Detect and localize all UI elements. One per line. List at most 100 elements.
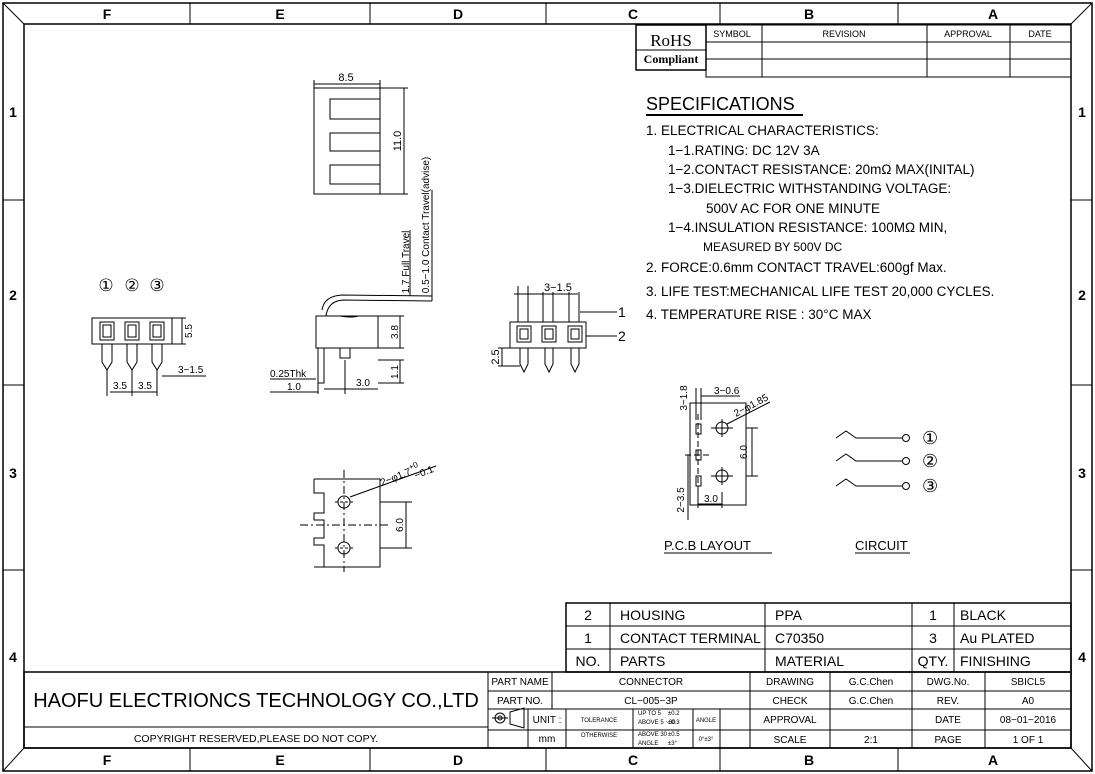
drawing-label: DRAWING — [766, 677, 814, 688]
approval-label: APPROVAL — [763, 715, 817, 726]
dim-pcb-30: 3.0 — [704, 494, 718, 505]
part-name-label: PART NAME — [491, 677, 549, 688]
mid-front-view-drawing — [498, 286, 617, 374]
zone-col-c-top: C — [628, 6, 638, 22]
circuit-title: CIRCUIT — [855, 538, 908, 553]
dim-top-height: 11.0 — [392, 131, 404, 152]
spec-line: 4. TEMPERATURE RISE : 30°C MAX — [646, 307, 871, 322]
dim-side-38: 3.8 — [390, 325, 401, 339]
otherwise-label: OTHERWISE — [581, 733, 617, 739]
zone-col-e-bot: E — [275, 752, 284, 768]
zone-col-a-top: A — [988, 6, 998, 22]
spec-line: 1−3.DIELECTRIC WITHSTANDING VOLTAGE: — [668, 181, 951, 196]
zone-row-1-left: 1 — [9, 104, 17, 120]
zone-row-2-right: 2 — [1078, 287, 1086, 303]
top-view-drawing — [313, 80, 408, 195]
angle-value: 0°±3° — [699, 737, 714, 743]
spec-line: 1−1.RATING: DC 12V 3A — [668, 143, 820, 158]
zone-col-f-bot: F — [103, 752, 112, 768]
zone-row-4-right: 4 — [1078, 649, 1086, 665]
callout-2: 2 — [618, 328, 626, 344]
zone-row-3-right: 3 — [1078, 465, 1086, 481]
dim-pcb-306: 3−0.6 — [714, 386, 740, 397]
dim-contact-travel: 0.5−1.0 Contact Travel(advise) — [421, 157, 432, 293]
callout-1: 1 — [618, 304, 626, 320]
company-name: HAOFU ELECTRIONCS TECHNOLOGY CO.,LTD — [33, 690, 479, 712]
date-value: 08−01−2016 — [1000, 715, 1057, 726]
bom-row-material: C70350 — [775, 630, 824, 646]
circuit-diagram — [835, 430, 910, 490]
part-no-label: PART NO. — [497, 696, 543, 707]
dim-side-30: 3.0 — [356, 378, 370, 389]
tol-value: ±0.5 — [668, 732, 680, 738]
page-value: 1 OF 1 — [1013, 735, 1044, 746]
spec-line: 500V AC FOR ONE MINUTE — [706, 201, 880, 216]
dim-mid-3x: 3−1.5 — [544, 282, 572, 294]
dim-top-width: 8.5 — [338, 72, 353, 84]
part-name-value: CONNECTOR — [619, 677, 683, 688]
dwgno-label: DWG.No. — [927, 677, 970, 688]
unit-value: mm — [539, 734, 556, 745]
zone-col-b-top: B — [804, 6, 814, 22]
bom-header-material: MATERIAL — [775, 653, 844, 669]
angle-label: ANGLE — [696, 718, 716, 724]
dim-mid-25: 2.5 — [490, 349, 502, 364]
zone-col-f-top: F — [103, 6, 112, 22]
check-label: CHECK — [772, 696, 807, 707]
zone-col-e-top: E — [275, 6, 284, 22]
bom-row-qty: 3 — [929, 630, 937, 646]
tol-range: ABOVE 5 ~30 — [638, 720, 676, 726]
dim-full-travel: 1.7 Full Travel — [401, 231, 412, 294]
tol-value: ±0.3 — [668, 720, 680, 726]
pin-2-label: ② — [124, 276, 139, 295]
circuit-pin-1: ① — [922, 428, 938, 448]
unit-label: UNIT : — [533, 715, 562, 726]
dim-front-pitch-1: 3.5 — [113, 381, 127, 392]
dim-side-thk: 0.25Thk — [270, 369, 307, 380]
dim-bot-tol-plus: +0 — [407, 460, 419, 472]
check-value: G.C.Chen — [849, 696, 893, 707]
rev-date-header: DATE — [1028, 29, 1051, 39]
zone-row-3-left: 3 — [9, 465, 17, 481]
zone-row-1-right: 1 — [1078, 104, 1086, 120]
rev-approval-header: APPROVAL — [944, 29, 992, 39]
circuit-pin-3: ③ — [922, 476, 938, 496]
spec-line: 1. ELECTRICAL CHARACTERISTICS: — [646, 123, 879, 138]
pcb-layout-drawing — [685, 388, 771, 520]
page-label: PAGE — [934, 735, 961, 746]
dim-bot-60: 6.0 — [395, 518, 406, 532]
circuit-pin-2: ② — [922, 451, 938, 471]
scale-label: SCALE — [774, 735, 807, 746]
zone-col-d-top: D — [453, 6, 463, 22]
specifications: SPECIFICATIONS 1. ELECTRICAL CHARACTERIS… — [646, 94, 994, 322]
dim-pcb-235: 2−3.5 — [676, 487, 687, 513]
spec-line: 3. LIFE TEST:MECHANICAL LIFE TEST 20,000… — [646, 284, 994, 299]
zone-row-ticks — [3, 199, 1092, 571]
bom-header-no: NO. — [576, 653, 601, 669]
bom-header-finish: FINISHING — [960, 653, 1031, 669]
dim-side-10: 1.0 — [287, 382, 301, 393]
bom-header-parts: PARTS — [620, 653, 665, 669]
rohs-label: RoHS — [650, 31, 692, 50]
tol-range: UP TO 5 — [638, 711, 662, 717]
rev-label: REV. — [937, 696, 959, 707]
tol-range: ABOVE 30 — [638, 732, 668, 738]
pin-1-label: ① — [98, 276, 113, 295]
part-no-value: CL−005−3P — [624, 696, 678, 707]
revision-table: SYMBOL REVISION APPROVAL DATE — [705, 24, 1072, 78]
copyright-notice: COPYRIGHT RESERVED,PLEASE DO NOT COPY. — [134, 733, 378, 745]
bom-row-finish: BLACK — [960, 607, 1007, 623]
spec-line: 1−4.INSULATION RESISTANCE: 100MΩ MIN, — [668, 220, 947, 235]
bom-row-part: CONTACT TERMINAL — [620, 630, 761, 646]
zone-row-2-left: 2 — [9, 287, 17, 303]
pcb-layout-title: P.C.B LAYOUT — [664, 538, 751, 553]
title-block — [23, 671, 1072, 749]
dim-front-3x: 3−1.5 — [178, 365, 204, 376]
dim-front-55: 5.5 — [184, 324, 195, 338]
zone-col-d-bot: D — [453, 752, 463, 768]
dwgno-value: SBICL5 — [1011, 677, 1046, 688]
bom-header-qty: QTY. — [918, 653, 949, 669]
bom-row-part: HOUSING — [620, 607, 685, 623]
side-view-drawing — [270, 190, 433, 394]
